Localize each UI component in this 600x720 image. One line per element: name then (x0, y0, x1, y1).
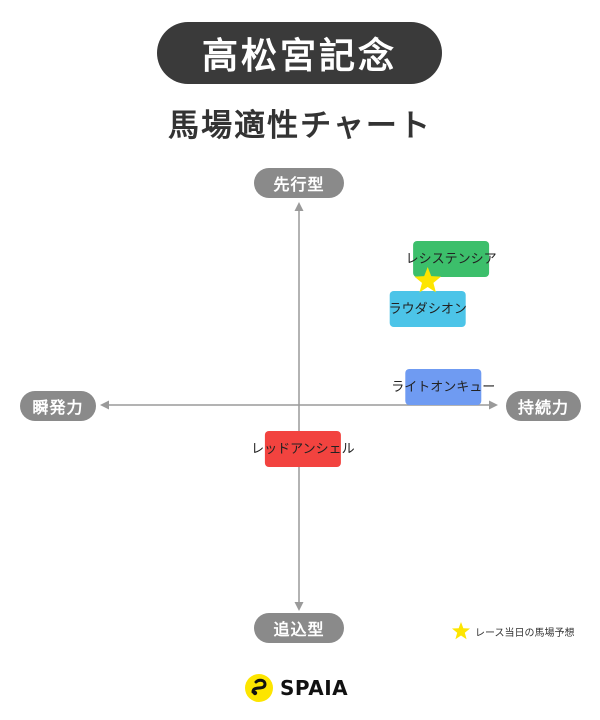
arrow-right-icon (489, 400, 498, 410)
chart-legend: レース当日の馬場予想 (451, 621, 575, 641)
arrow-down-icon (294, 602, 304, 611)
data-point-label: レッドアンシェル (251, 442, 354, 457)
data-point-label: ラウダシオン (389, 302, 467, 317)
axis-label-top-text: 先行型 (273, 175, 325, 194)
brand-name: SPAIA (280, 676, 349, 700)
data-point-box (405, 369, 482, 405)
data-point: レシステンシア (406, 241, 497, 277)
data-point: ラウダシオン (389, 291, 467, 327)
page-title-text: 高松宮記念 (201, 36, 397, 77)
axis-label-top: 先行型 (254, 168, 344, 198)
data-point-label: ライトオンキュー (391, 380, 495, 395)
data-point-label: レシステンシア (406, 252, 497, 267)
axis-label-right: 持続力 (506, 391, 581, 421)
axis-label-left: 瞬発力 (20, 391, 96, 421)
data-point-box (413, 241, 490, 277)
axis-label-bottom-text: 追込型 (273, 620, 325, 639)
axis-label-left-text: 瞬発力 (32, 398, 84, 417)
arrow-left-icon (100, 400, 109, 410)
data-point: レッドアンシェル (251, 431, 355, 467)
spaia-logo-icon (245, 674, 273, 702)
axis-label-right-text: 持続力 (517, 398, 569, 417)
data-point-box (389, 291, 466, 327)
forecast-star-icon (414, 267, 442, 293)
page-title: 高松宮記念 (157, 22, 442, 84)
legend-label: レース当日の馬場予想 (475, 627, 575, 639)
marker-layer (414, 267, 442, 293)
chart-subtitle: 馬場適性チャート (168, 108, 432, 144)
arrow-up-icon (294, 202, 304, 211)
brand-logo: SPAIA (244, 673, 348, 703)
data-point: ライトオンキュー (391, 369, 495, 405)
data-point-box (264, 431, 341, 467)
axis-label-bottom: 追込型 (254, 613, 344, 643)
legend-star-icon (451, 622, 471, 640)
